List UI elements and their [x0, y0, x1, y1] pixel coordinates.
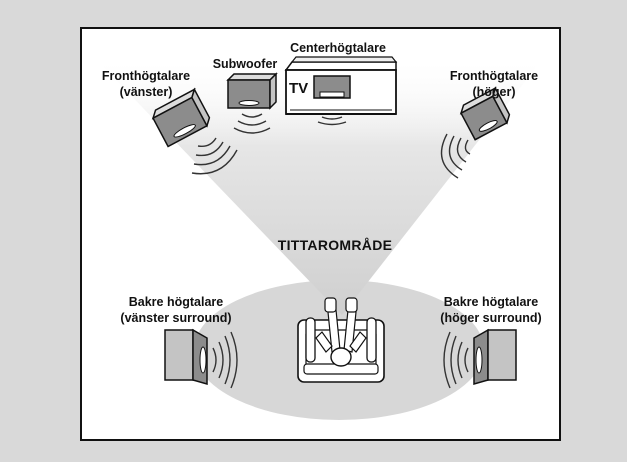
- front-left-speaker: [151, 87, 211, 148]
- rear-left-label-line2: (vänster surround): [120, 311, 231, 325]
- rear-right-label-line1: Bakre högtalare: [444, 295, 539, 309]
- center-sound-waves: [317, 116, 347, 126]
- tv-label: TV: [289, 80, 308, 97]
- rear-right-speaker: [473, 328, 517, 385]
- tv-with-center-speaker: [284, 56, 398, 115]
- front-right-label-line2: (höger): [472, 85, 515, 99]
- subwoofer-sound-waves: [233, 113, 271, 134]
- front-left-label-line2: (vänster): [120, 85, 173, 99]
- front-right-label-line1: Fronthögtalare: [450, 69, 538, 83]
- viewing-area-label: TITTAROMRÅDE: [278, 237, 393, 253]
- subwoofer-speaker: [226, 72, 278, 110]
- armchair-with-viewer: [297, 297, 385, 383]
- rear-right-label-line2: (höger surround): [440, 311, 541, 325]
- front-left-label-line1: Fronthögtalare: [102, 69, 190, 83]
- subwoofer-label: Subwoofer: [213, 57, 278, 71]
- front-right-sound-waves: [440, 133, 471, 179]
- rear-left-sound-waves: [212, 331, 238, 389]
- rear-right-sound-waves: [443, 331, 469, 389]
- rear-left-speaker: [164, 328, 208, 385]
- front-right-speaker: [459, 86, 511, 141]
- front-left-sound-waves: [191, 137, 238, 175]
- center-speaker-label: Centerhögtalare: [290, 41, 386, 55]
- rear-left-label-line1: Bakre högtalare: [129, 295, 224, 309]
